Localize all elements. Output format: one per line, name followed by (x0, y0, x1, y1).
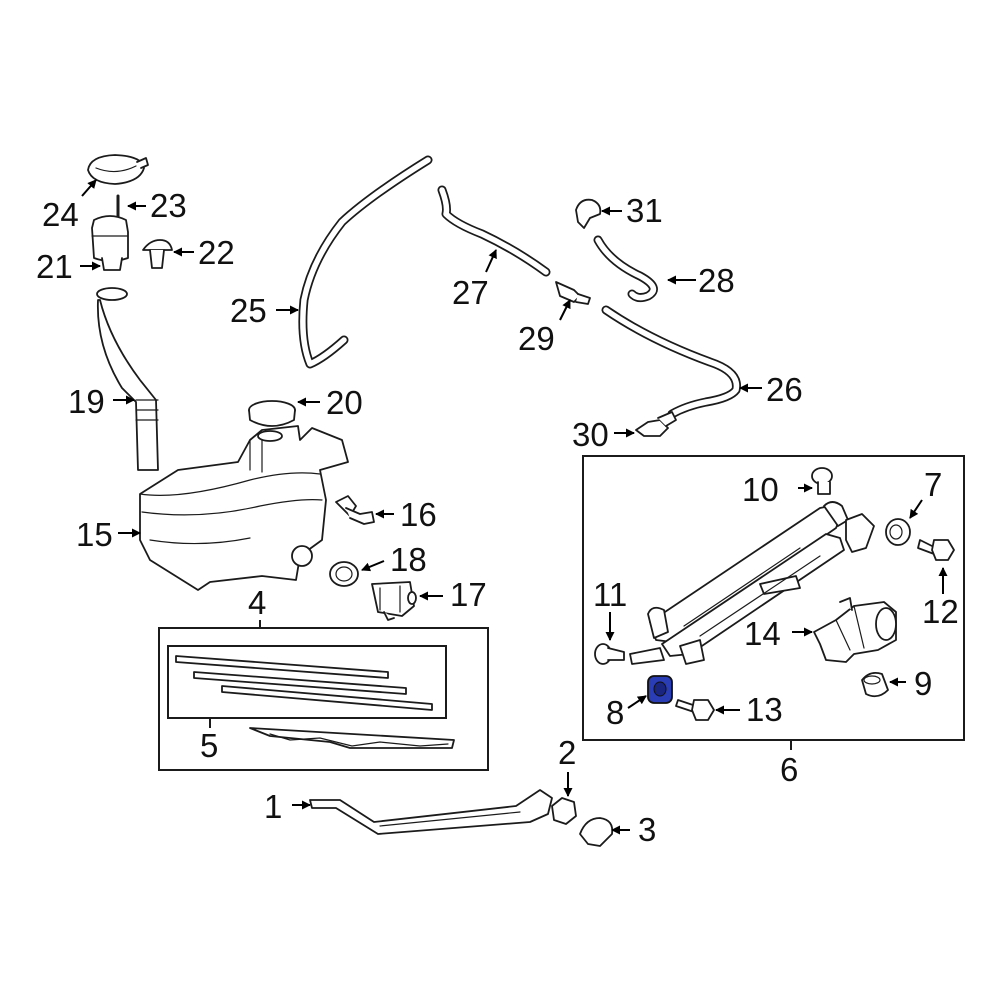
callout-1: 1 (264, 788, 282, 825)
callout-28: 28 (698, 262, 735, 299)
callout-8: 8 (606, 694, 624, 731)
callout-26: 26 (766, 371, 803, 408)
callout-3: 3 (638, 811, 656, 848)
callout-21: 21 (36, 248, 73, 285)
washer-hose-part-26[interactable] (601, 305, 741, 419)
callout-6: 6 (780, 751, 798, 788)
filler-tube-part-19[interactable] (96, 287, 159, 471)
callout-31: 31 (626, 192, 663, 229)
callout-2: 2 (558, 734, 576, 771)
washer-nozzle-part-31[interactable] (575, 198, 602, 229)
leader-lines (80, 179, 948, 835)
callout-19: 19 (68, 383, 105, 420)
wiper-blade-insert-part-5[interactable] (175, 655, 433, 728)
callout-24: 24 (42, 196, 79, 233)
filler-neck-part-21[interactable] (91, 215, 129, 271)
bolt-part-10[interactable] (811, 467, 833, 495)
reservoir-cap-part-24[interactable] (87, 154, 149, 185)
hose-connector-part-29[interactable] (555, 281, 591, 305)
callout-7: 7 (924, 466, 942, 503)
washer-pump-part-17[interactable] (371, 581, 417, 621)
callout-12: 12 (922, 593, 959, 630)
callout-16: 16 (400, 496, 437, 533)
washer-hose-part-25[interactable] (298, 155, 433, 369)
grommet-part-20[interactable] (248, 400, 296, 427)
grommet-part-18[interactable] (329, 561, 359, 587)
callout-22: 22 (198, 234, 235, 271)
bolt-part-16[interactable] (335, 495, 375, 525)
hose-joint-part-30[interactable] (635, 411, 677, 437)
callout-29: 29 (518, 320, 555, 357)
callout-5: 5 (200, 727, 218, 764)
wiper-arm-part-1[interactable] (309, 789, 553, 835)
callout-10: 10 (742, 471, 779, 508)
bolt-part-12[interactable] (917, 539, 955, 561)
wiper-blade-box-4 (158, 620, 489, 771)
callout-27: 27 (452, 274, 489, 311)
callout-23: 23 (150, 187, 187, 224)
washer-hose-part-27[interactable] (437, 185, 551, 277)
clip-part-22[interactable] (142, 239, 173, 269)
wiper-linkage-assembly[interactable] (629, 501, 875, 665)
callout-25: 25 (230, 292, 267, 329)
callout-numbers: 1 2 3 4 5 6 7 8 9 10 11 12 13 14 15 16 1… (36, 187, 959, 848)
callout-17: 17 (450, 576, 487, 613)
callout-9: 9 (914, 665, 932, 702)
callout-14: 14 (744, 615, 781, 652)
wiper-motor-part-14[interactable] (813, 597, 897, 663)
bolt-part-11[interactable] (594, 643, 625, 665)
callout-20: 20 (326, 384, 363, 421)
washer-reservoir-part-15[interactable] (139, 425, 349, 591)
callout-15: 15 (76, 516, 113, 553)
callout-30: 30 (572, 416, 609, 453)
nut-part-2[interactable] (551, 797, 577, 825)
bolt-part-13[interactable] (675, 699, 715, 721)
bushing-part-8-highlighted[interactable] (647, 675, 673, 704)
linkage-box-6 (582, 455, 965, 750)
callout-11: 11 (593, 576, 627, 613)
pivot-cap-part-3[interactable] (579, 817, 614, 847)
callout-4: 4 (248, 584, 266, 621)
washer-hose-part-28[interactable] (593, 235, 658, 303)
callout-18: 18 (390, 541, 427, 578)
callout-13: 13 (746, 691, 783, 728)
bushing-part-7[interactable] (885, 518, 911, 546)
grommet-part-9[interactable] (861, 671, 889, 698)
wiper-blade-assembly[interactable] (249, 727, 455, 749)
